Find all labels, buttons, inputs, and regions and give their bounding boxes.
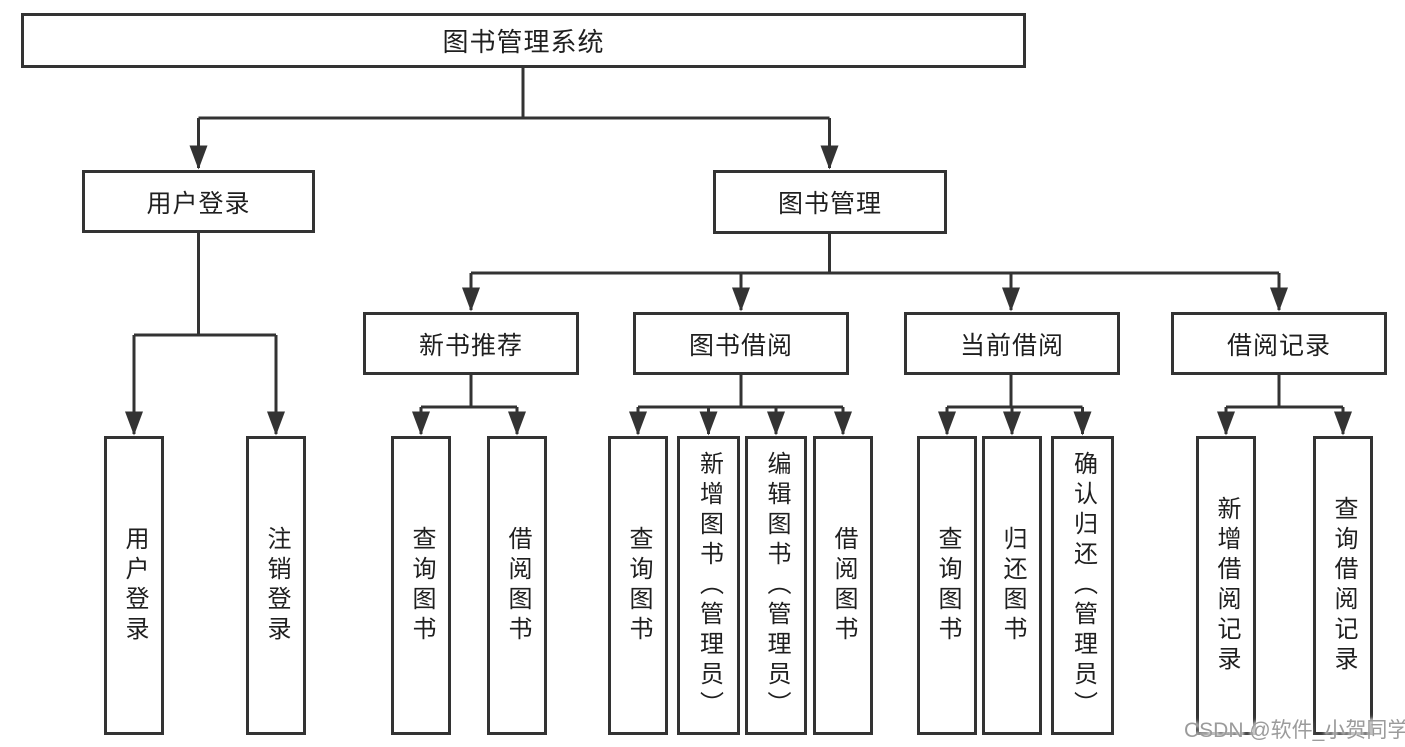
leaf-user-login-label: 用户登录: [121, 525, 148, 646]
leaf-query-book-3: 查询图书: [917, 436, 977, 735]
leaf-edit-book-admin: 编辑图书（管理员）: [745, 436, 807, 735]
leaf-borrow-book-1: 借阅图书: [487, 436, 547, 735]
node-borrow-records: 借阅记录: [1171, 312, 1387, 375]
leaf-query-borrow-record: 查询借阅记录: [1313, 436, 1373, 735]
node-current-borrow: 当前借阅: [904, 312, 1120, 375]
leaf-query-book-2: 查询图书: [608, 436, 668, 735]
node-book-borrow: 图书借阅: [633, 312, 849, 375]
node-root: 图书管理系统: [21, 13, 1026, 68]
leaf-query-book-1-label: 查询图书: [408, 525, 435, 646]
leaf-return-book: 归还图书: [982, 436, 1042, 735]
leaf-query-book-2-label: 查询图书: [625, 525, 652, 646]
leaf-query-book-3-label: 查询图书: [934, 525, 961, 646]
leaf-query-borrow-record-label: 查询借阅记录: [1330, 495, 1357, 676]
leaf-return-book-label: 归还图书: [999, 525, 1026, 646]
leaf-add-book-admin-label: 新增图书（管理员）: [695, 450, 723, 721]
leaf-add-book-admin: 新增图书（管理员）: [677, 436, 740, 735]
leaf-user-login: 用户登录: [104, 436, 164, 735]
leaf-confirm-return-admin-label: 确认归还（管理员）: [1069, 450, 1097, 721]
node-new-book-recommend: 新书推荐: [363, 312, 579, 375]
node-book-management: 图书管理: [713, 170, 947, 234]
node-user-login: 用户登录: [82, 170, 315, 233]
leaf-logout-label: 注销登录: [263, 525, 290, 646]
csdn-watermark: CSDN @软件_小贺同学: [1184, 719, 1405, 742]
leaf-logout: 注销登录: [246, 436, 306, 735]
leaf-confirm-return-admin: 确认归还（管理员）: [1051, 436, 1114, 735]
leaf-add-borrow-record-label: 新增借阅记录: [1213, 495, 1240, 676]
leaf-query-book-1: 查询图书: [391, 436, 451, 735]
leaf-edit-book-admin-label: 编辑图书（管理员）: [763, 450, 790, 721]
leaf-add-borrow-record: 新增借阅记录: [1196, 436, 1256, 735]
leaf-borrow-book-2: 借阅图书: [813, 436, 873, 735]
leaf-borrow-book-1-label: 借阅图书: [504, 525, 531, 646]
leaf-borrow-book-2-label: 借阅图书: [830, 525, 857, 646]
